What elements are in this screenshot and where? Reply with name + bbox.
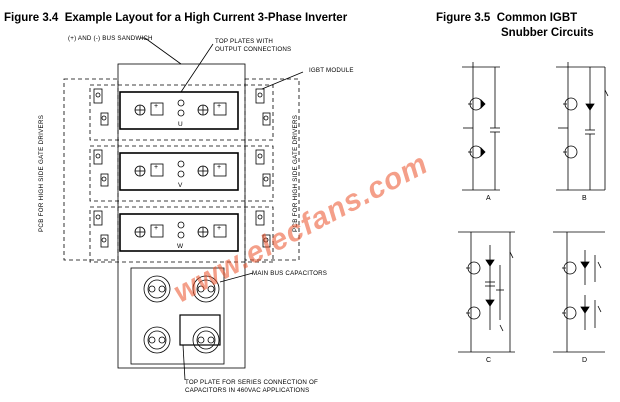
circuit-b [556, 62, 609, 191]
circuit-label-c: C [486, 357, 492, 364]
snubber-circuits [458, 62, 609, 353]
circuit-label-b: B [582, 195, 587, 202]
series-plate-label: TOP PLATE FOR SERIES CONNECTION OF CAPAC… [185, 379, 318, 394]
module-row-u [89, 84, 274, 141]
plus-sign-w-1: + [154, 225, 159, 232]
inverter-layout [63, 37, 304, 381]
module-row-w [89, 206, 274, 263]
plus-sign-w-2: + [217, 225, 222, 232]
figure-3-5-title-line2: Snubber Circuits [501, 27, 594, 39]
left-pcb [63, 78, 119, 261]
right-pcb [244, 78, 300, 261]
circuit-label-a: A [486, 195, 491, 202]
leader-lines [140, 37, 304, 381]
plus-sign-u-2: + [217, 103, 222, 110]
phase-label-w: W [177, 243, 184, 250]
pcb-left-label: PCB FOR HIGH SIDE GATE DRIVERS [38, 114, 45, 232]
capacitor-bank [130, 267, 225, 365]
main-caps-label: MAIN BUS CAPACITORS [252, 270, 328, 277]
igbt-module-label: IGBT MODULE [309, 67, 354, 74]
circuit-label-d: D [582, 357, 588, 364]
phase-label-v: V [178, 182, 183, 189]
plus-sign-v-2: + [217, 164, 222, 171]
top-plates-label: TOP PLATES WITH OUTPUT CONNECTIONS [215, 38, 292, 53]
bus-sandwich-label: (+) AND (-) BUS SANDWICH [68, 35, 153, 42]
figure-3-4-title: Figure 3.4 Example Layout for a High Cur… [4, 12, 348, 24]
phase-label-u: U [178, 121, 183, 128]
plus-sign-v-1: + [154, 164, 159, 171]
figure-3-5-title-line1: Figure 3.5 Common IGBT [436, 12, 578, 24]
circuit-c [458, 231, 515, 353]
circuit-a [462, 62, 500, 191]
circuit-d [553, 231, 605, 353]
module-row-v [89, 145, 274, 202]
plus-sign-u-1: + [154, 103, 159, 110]
